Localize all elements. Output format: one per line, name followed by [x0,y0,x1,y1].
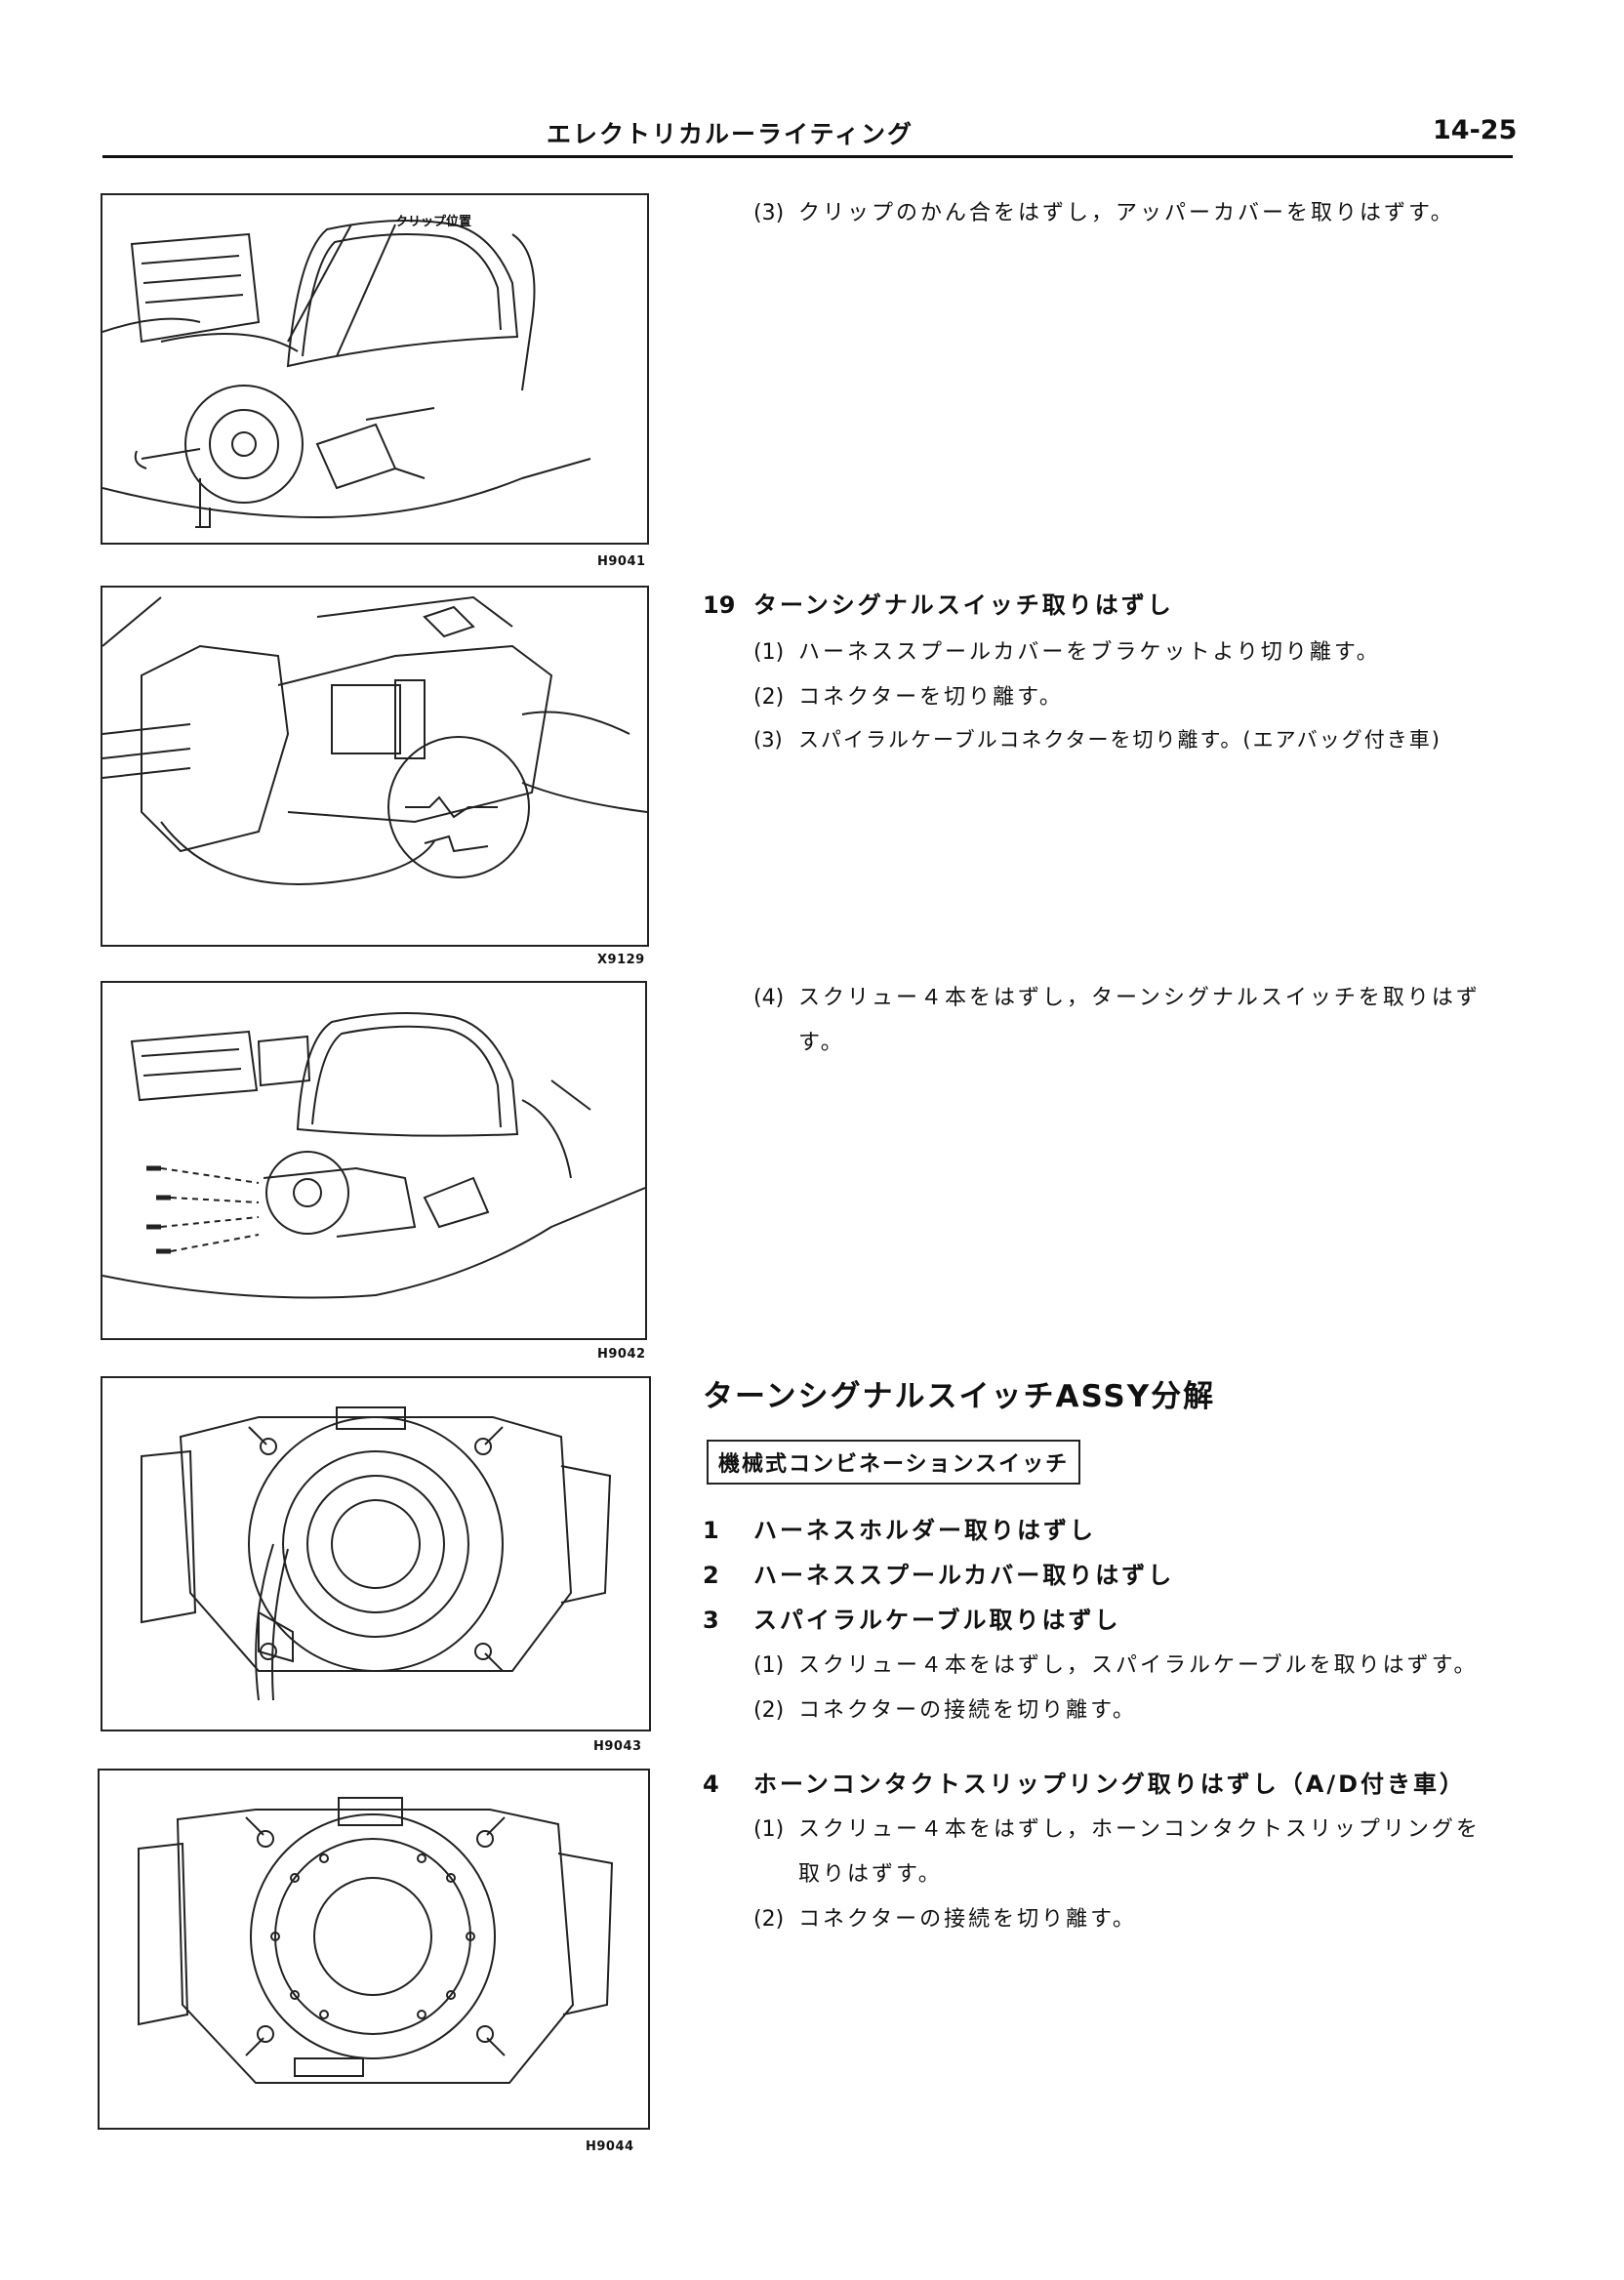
clip-position-label: クリップ位置 [395,215,472,229]
figure-spiral-cable-drawing [141,1406,612,1701]
step-4-1-remove-screws: (1)スクリュー４本をはずし，ホーンコンタクトスリップリングを [753,1817,1481,1842]
step-3-1-remove-screws: (1)スクリュー４本をはずし，スパイラルケーブルを取りはずす。 [753,1653,1479,1678]
page-number: 14-25 [1433,115,1518,145]
section-title: ターンシグナルスイッチASSY分解 [703,1379,1216,1414]
step-4-2-disconnect: (2)コネクターの接続を切り離す。 [753,1907,1137,1932]
section-subtitle-box: 機械式コンビネーションスイッチ [707,1440,1081,1485]
step-3-remove-upper-cover: (3)クリップのかん合をはずし，アッパーカバーを取りはずす。 [753,201,1455,225]
figure-horn-slip-ring-drawing [138,1797,614,2084]
figure-spiral-cable [101,1376,651,1731]
step-2-disconnect-connector: (2)コネクターを切り離す。 [753,685,1064,710]
step-3-2-disconnect: (2)コネクターの接続を切り離す。 [753,1698,1137,1723]
figure-turn-signal-screws [101,981,647,1340]
figure-upper-cover-drawing [102,220,591,528]
header-rule [102,155,1513,158]
step-4-continuation: す。 [798,1031,845,1055]
step-3-spiral-cable-connector: (3)スパイラルケーブルコネクターを切り離す。(エアバッグ付き車) [753,728,1441,752]
step-4-1-continuation: 取りはずす。 [798,1862,943,1887]
figure-upper-cover: クリップ位置 [101,193,649,545]
figure-code: H9042 [597,1347,646,1362]
figure-code: H9041 [597,554,646,569]
figure-turn-signal-screws-drawing [102,1012,645,1299]
figure-turn-signal-connectors [101,586,649,947]
figure-code: X9129 [597,953,645,967]
step-4-remove-turn-signal-switch: (4)スクリュー４本をはずし，ターンシグナルスイッチを取りはず [753,986,1481,1010]
figure-code: H9043 [593,1739,642,1754]
figure-horn-slip-ring [98,1769,650,2130]
figure-code: H9044 [586,2139,634,2154]
page-header-title: エレクトリカルーライティング [547,120,914,148]
figure-turn-signal-connectors-drawing [102,595,647,885]
step-1-harness-spool-cover: (1)ハーネススプールカバーをブラケットより切り離す。 [753,640,1381,665]
